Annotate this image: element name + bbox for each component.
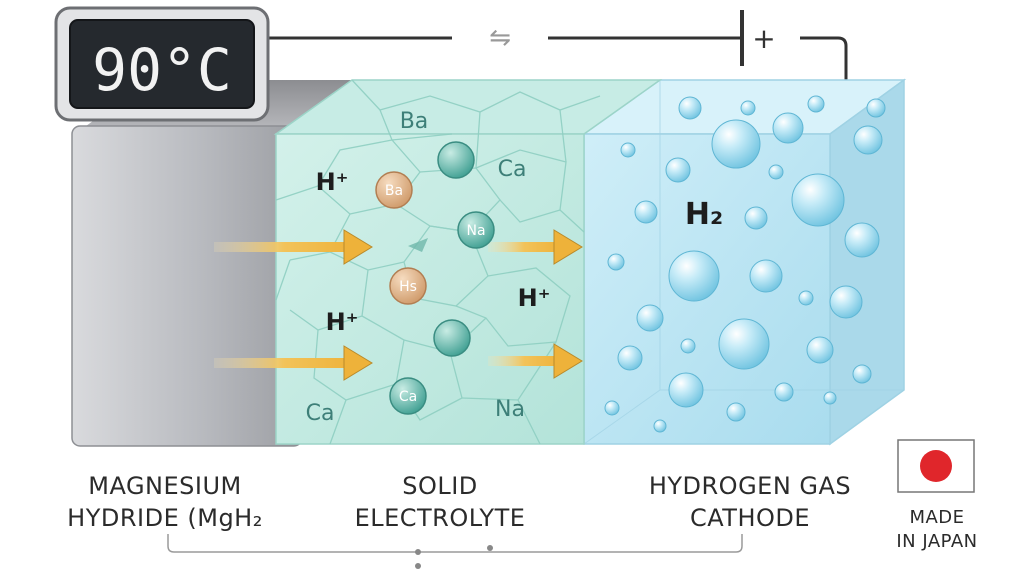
cathode-label-line2: CATHODE — [689, 504, 811, 532]
ion-label: H⁺ — [326, 308, 359, 336]
bubble — [607, 253, 625, 271]
cathode-label: HYDROGEN GAS CATHODE — [610, 470, 890, 534]
particle-label: Ba — [385, 183, 403, 199]
temperature-display: 90°C — [54, 6, 270, 122]
particle-label: Na — [466, 223, 485, 239]
bubble — [678, 96, 702, 120]
bubble — [620, 142, 636, 158]
electrolyte-label: SOLID ELECTROLYTE — [320, 470, 560, 534]
particles: Ba Na Hs Ca — [375, 141, 495, 415]
ion-label: H⁺ — [518, 284, 551, 312]
particle-label: Ca — [399, 389, 417, 405]
flow-arrow — [488, 229, 583, 265]
origin-label-line1: MADE — [909, 507, 965, 528]
electrolyte-block — [273, 79, 663, 445]
gas-bubbles — [604, 95, 886, 433]
particle — [457, 211, 495, 249]
bubble — [768, 164, 784, 180]
flow-arrow — [488, 343, 583, 379]
particle — [375, 171, 413, 209]
bracket-dot — [415, 563, 421, 569]
element-label: Ba — [400, 109, 429, 134]
particle — [389, 267, 427, 305]
origin-label-line2: IN JAPAN — [896, 531, 978, 552]
bubble — [653, 419, 667, 433]
bubble — [668, 250, 720, 302]
anode-label-line2: HYDRIDE (MgH₂ — [67, 504, 263, 532]
bracket-dot — [415, 549, 421, 555]
bubble — [668, 372, 704, 408]
cathode-label-line1: HYDROGEN GAS — [648, 472, 852, 500]
bubble — [772, 112, 804, 144]
anode-label-line1: MAGNESIUM — [88, 472, 242, 500]
bubble — [665, 157, 691, 183]
origin-label: MADE IN JAPAN — [872, 506, 1002, 554]
bubble — [844, 222, 880, 258]
particle — [389, 377, 427, 415]
bubble — [829, 285, 863, 319]
ion-label: H⁺ — [316, 168, 349, 196]
bubble — [617, 345, 643, 371]
direction-arrow-icon: ⇋ — [489, 23, 511, 53]
particle-label: Hs — [399, 279, 417, 295]
bubble — [806, 336, 834, 364]
bubble — [853, 125, 883, 155]
bubble — [749, 259, 783, 293]
flow-arrow — [214, 345, 373, 381]
ion-flow-arrows — [214, 229, 583, 381]
bracket-dot — [487, 545, 493, 551]
bubble — [740, 100, 756, 116]
plus-symbol: + — [752, 22, 775, 55]
electrolyte-label-line2: ELECTROLYTE — [354, 504, 526, 532]
element-label: Na — [495, 397, 525, 422]
element-label: Ca — [498, 157, 527, 182]
bottom-bracket — [167, 534, 743, 553]
circuit-wire — [268, 36, 848, 96]
bubble — [718, 318, 770, 370]
particle — [433, 319, 471, 357]
bubble — [807, 95, 825, 113]
bubble — [604, 400, 620, 416]
bubble — [798, 290, 814, 306]
japan-flag-icon — [897, 439, 975, 493]
bubble — [774, 382, 794, 402]
element-label: Ca — [306, 401, 335, 426]
bubble — [634, 200, 658, 224]
flow-arrow — [214, 229, 373, 265]
particle — [437, 141, 475, 179]
bubble — [726, 402, 746, 422]
anode-label: MAGNESIUM HYDRIDE (MgH₂ — [60, 470, 270, 534]
bubble — [791, 173, 845, 227]
bubble — [711, 119, 761, 169]
bubble — [866, 98, 886, 118]
bubble — [852, 364, 872, 384]
bubble — [744, 206, 768, 230]
bubble — [680, 338, 696, 354]
bubble — [823, 391, 837, 405]
gas-label: H₂ — [685, 197, 723, 232]
temperature-readout: 90°C — [92, 36, 232, 104]
electrolyte-label-line1: SOLID — [402, 472, 478, 500]
bubble — [636, 304, 664, 332]
